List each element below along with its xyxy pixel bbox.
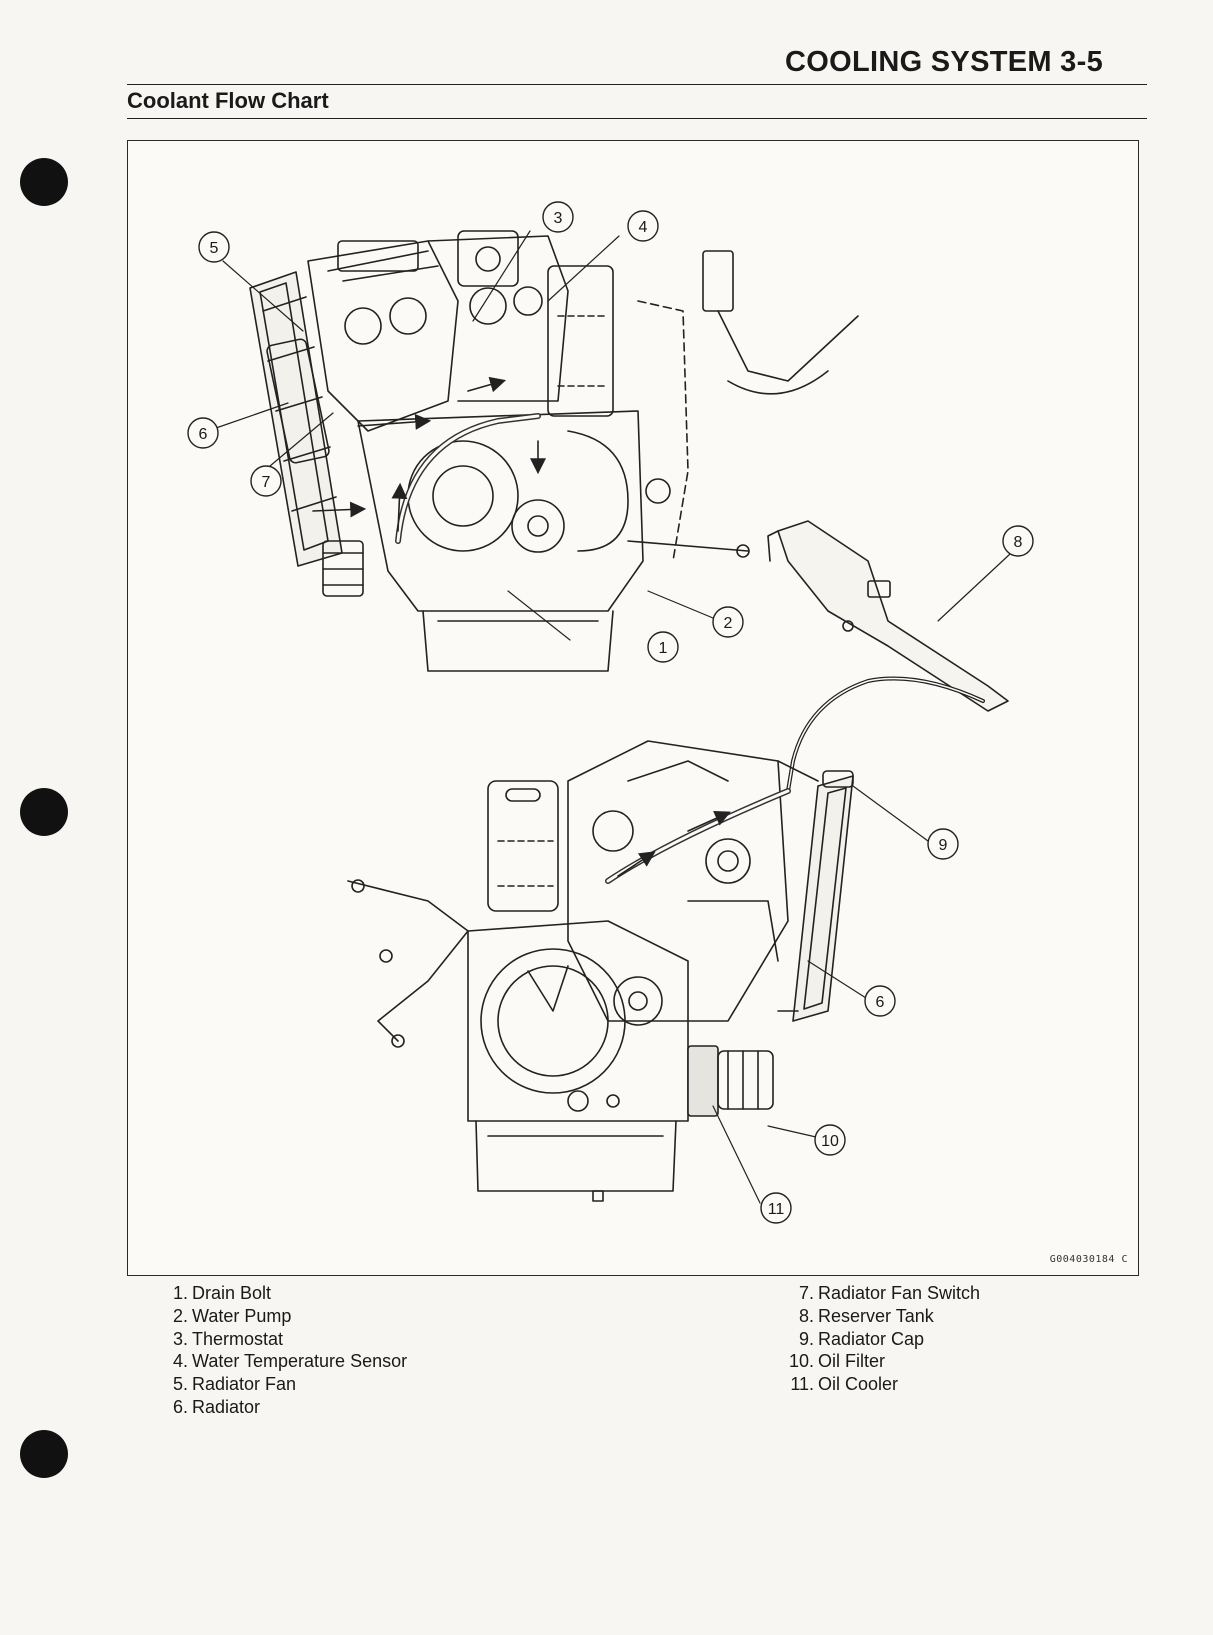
legend-label: Radiator [192, 1396, 261, 1417]
legend-label: Thermostat [192, 1328, 284, 1349]
binder-hole-bottom [20, 1430, 68, 1478]
hose-top-main [395, 413, 541, 544]
header-rule-bottom [127, 118, 1147, 119]
engine-drawings: 1 2 3 4 5 6 7 8 9 6 10 11 [187, 201, 1034, 1224]
legend-label: Water Temperature Sensor [192, 1351, 408, 1372]
callout-circle-11 [760, 1192, 792, 1224]
callout-circle-2 [712, 606, 744, 638]
legend-item: 8.Reserver Tank [798, 1305, 934, 1326]
engine-bottom-view [347, 740, 854, 1202]
callout-circle-9 [927, 828, 959, 860]
legend-item: 9.Radiator Cap [798, 1328, 925, 1349]
callout-circle-6-bottom [864, 985, 896, 1017]
tank-top [547, 265, 614, 417]
legend-item: 1.Drain Bolt [172, 1283, 272, 1303]
thermostat-body [457, 230, 519, 287]
reserver-hose [786, 676, 985, 793]
callout-circle-10 [814, 1124, 846, 1156]
cylinder-head-front [427, 235, 569, 402]
tank-bottom [487, 780, 559, 912]
callout-5: 5 [210, 240, 219, 257]
callout-circle-6-top [187, 417, 219, 449]
legend-label: Drain Bolt [192, 1283, 272, 1303]
radiator-fan-top [266, 338, 330, 464]
binder-hole-top [20, 158, 68, 206]
callout-3: 3 [554, 210, 563, 227]
reserver-tank [777, 520, 1009, 712]
legend-item: 2.Water Pump [172, 1305, 292, 1326]
callout-10: 10 [821, 1133, 839, 1150]
cylinder-block-bottom [567, 740, 789, 1022]
coolant-flow-diagram: 1 2 3 4 5 6 7 8 9 6 10 11 G004030184 C [127, 140, 1139, 1276]
frame-top [637, 300, 689, 562]
callout-7: 7 [262, 474, 271, 491]
radiator-cap [822, 770, 854, 788]
legend-item: 7.Radiator Fan Switch [798, 1283, 981, 1303]
hose-bottom-main [605, 788, 791, 884]
water-pump-bottom [613, 976, 663, 1026]
clutch-cover-top [407, 440, 519, 552]
callout-circle-5 [198, 231, 230, 263]
callout-9: 9 [939, 837, 948, 854]
crankcase-top [357, 410, 644, 612]
oil-pan-bottom [475, 1120, 677, 1192]
callout-4: 4 [639, 219, 648, 236]
cylinder-head-rear [307, 240, 459, 432]
legend-label: Reserver Tank [818, 1305, 934, 1326]
oil-filter [717, 1050, 774, 1110]
legend-label: Oil Filter [818, 1351, 885, 1372]
callout-leaders [215, 230, 1011, 1204]
section-heading: COOLING SYSTEM 3-5 [785, 46, 1103, 78]
legend-item: 5.Radiator Fan [172, 1374, 297, 1395]
callout-circles [187, 201, 1034, 1224]
legend-right: 7.Radiator Fan Switch 8.Reserver Tank 9.… [780, 1282, 980, 1396]
engine-top-view [249, 230, 1009, 793]
binder-hole-middle [20, 788, 68, 836]
figure-code: G004030184 C [1049, 1254, 1128, 1265]
callout-2: 2 [724, 615, 733, 632]
callout-6-top: 6 [199, 426, 208, 443]
legend-label: Oil Cooler [818, 1374, 899, 1395]
frame-bottom-left [347, 880, 469, 1042]
legend-label: Radiator Cap [818, 1328, 925, 1349]
header-rule-top [127, 84, 1147, 85]
cam-sprocket [705, 838, 751, 884]
callout-circle-1 [647, 631, 679, 663]
oil-pan-top [422, 610, 614, 672]
crankcase-bottom [467, 920, 689, 1122]
water-pump-top [511, 499, 565, 553]
legend-label: Water Pump [192, 1305, 292, 1326]
legend-item: 3.Thermostat [172, 1328, 284, 1349]
legend-item: 4.Water Temperature Sensor [172, 1351, 408, 1372]
oil-cooler [687, 1045, 719, 1117]
legend-left: 1.Drain Bolt 2.Water Pump 3.Thermostat 4… [164, 1282, 407, 1419]
callout-circle-8 [1002, 525, 1034, 557]
callout-circle-3 [542, 201, 574, 233]
radiator-bottom [792, 775, 854, 1022]
callout-circle-4 [627, 210, 659, 242]
legend-item: 11.Oil Cooler [790, 1374, 899, 1395]
callout-11: 11 [768, 1201, 785, 1218]
legend-item: 10.Oil Filter [788, 1351, 885, 1372]
clutch-cover-bottom [480, 948, 626, 1094]
callout-1: 1 [659, 640, 668, 657]
legend-item: 6.Radiator [172, 1396, 261, 1417]
legend-label: Radiator Fan Switch [818, 1283, 981, 1303]
page-title: Coolant Flow Chart [127, 88, 329, 113]
legend-label: Radiator Fan [192, 1374, 297, 1395]
callout-8: 8 [1014, 534, 1023, 551]
callout-6-bottom: 6 [876, 994, 885, 1011]
callout-circle-7 [250, 465, 282, 497]
